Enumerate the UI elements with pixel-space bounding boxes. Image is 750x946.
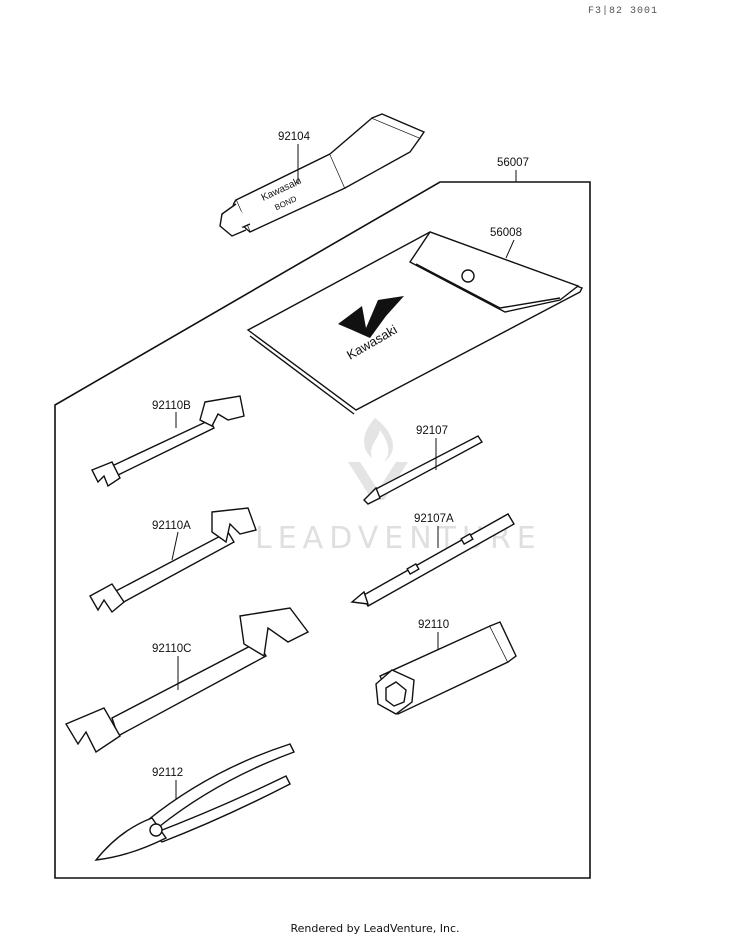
label-56007: 56007 (497, 157, 529, 169)
phillips-screwdriver (363, 435, 484, 505)
label-92107A: 92107A (414, 513, 454, 525)
small-wrench (91, 395, 245, 488)
medium-wrench (89, 507, 257, 614)
pouch-kawasaki-logo (338, 296, 404, 338)
label-92107: 92107 (416, 425, 448, 437)
label-92110B: 92110B (152, 400, 191, 412)
label-92104: 92104 (278, 131, 311, 143)
label-92110A: 92110A (152, 520, 191, 532)
label-92110: 92110 (418, 619, 449, 631)
leader-lines (171, 144, 517, 800)
pliers (94, 743, 295, 861)
large-wrench (64, 607, 310, 754)
kit-boundary (54, 181, 591, 879)
diagram-code: F3|82 3001 (587, 6, 658, 17)
bond-tube: Kawasaki BOND (219, 113, 426, 237)
footer-credit: Rendered by LeadVenture, Inc. (290, 922, 460, 935)
box-wrench (375, 621, 517, 715)
label-92110C: 92110C (152, 643, 191, 655)
tool-pouch: Kawasaki (246, 231, 583, 415)
screwdriver-handle (350, 513, 515, 607)
label-92112: 92112 (152, 767, 183, 779)
label-56008: 56008 (490, 227, 522, 239)
